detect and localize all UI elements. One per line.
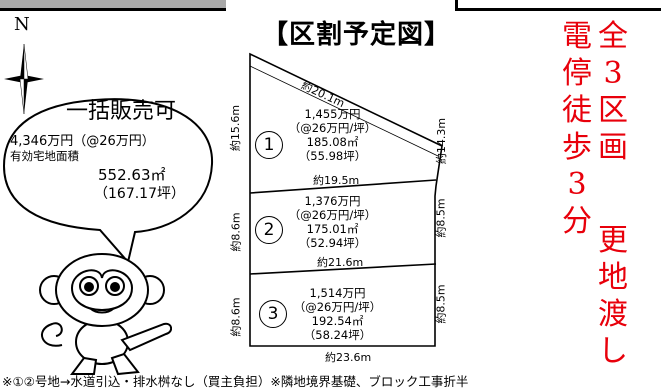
lot-2-area: 175.01㎡ — [306, 222, 359, 236]
bubble-area-tsubo: （167.17坪） — [94, 186, 185, 202]
measure-lot3-bottom: 約23.6m — [325, 351, 372, 364]
red-char: 歩 — [562, 130, 592, 165]
speech-bubble — [2, 98, 214, 260]
measure-lot3-right: 約8.5m — [434, 284, 448, 324]
lot-3-tsubo: （58.24坪） — [303, 328, 372, 342]
lot-2-unit: （@26万円/坪） — [288, 208, 377, 222]
red-char: 停 — [562, 56, 592, 91]
lot-1-tsubo: （55.98坪） — [298, 149, 367, 163]
bubble-headline: 一括販売可 — [66, 99, 177, 124]
lot-number-2: 2 — [255, 216, 283, 244]
top-left-bar — [0, 0, 226, 11]
compass-label: N — [14, 14, 30, 35]
measure-lot2-bottom: 約21.6m — [317, 256, 364, 269]
measure-lot2-right: 約8.5m — [434, 198, 448, 238]
red-char: 電 — [562, 19, 592, 54]
top-right-box — [455, 0, 661, 11]
measure-lot2-left: 約8.6m — [229, 212, 243, 252]
top-strip — [0, 0, 661, 12]
lot-3-info: 1,514万円 （@26万円/坪） 192.54㎡ （58.24坪） — [285, 286, 390, 342]
red-char: 徒 — [562, 93, 592, 128]
lot-3-area: 192.54㎡ — [311, 314, 364, 328]
lot-1-info: 1,455万円 （@26万円/坪） 185.08㎡ （55.98坪） — [280, 107, 385, 163]
bubble-area-label: 有効宅地面積 — [10, 149, 79, 163]
red-char: 区 — [598, 93, 628, 128]
red-char: 3 — [567, 167, 587, 202]
bubble-area-m2: 552.63㎡ — [98, 166, 166, 184]
red-char: 分 — [562, 204, 592, 239]
monkey-mascot-icon — [39, 253, 172, 376]
lot-3-unit: （@26万円/坪） — [293, 300, 382, 314]
red-char: 画 — [598, 130, 628, 165]
red-text-col-3: 電 停 徒 歩 3 分 — [560, 18, 594, 240]
compass: N — [4, 14, 44, 114]
lot-1-price: 1,455万円 — [304, 107, 361, 121]
red-text-col-2: 更 地 渡 し — [596, 222, 630, 370]
bubble-price: 4,346万円（@26万円） — [10, 134, 155, 149]
lot-number-1: 1 — [255, 131, 283, 159]
lot-1-unit: （@26万円/坪） — [288, 121, 377, 135]
lot-divider-1-2 — [249, 179, 437, 194]
lot-1-area: 185.08㎡ — [306, 135, 359, 149]
red-char: 全 — [598, 19, 628, 54]
plan-title: 【区割予定図】 — [262, 20, 452, 50]
red-text-col-1: 全 3 区 画 — [596, 18, 630, 166]
lot-2-price: 1,376万円 — [304, 194, 361, 208]
lot-2-info: 1,376万円 （@26万円/坪） 175.01㎡ （52.94坪） — [280, 194, 385, 250]
red-char: 渡 — [598, 297, 628, 332]
red-char: 3 — [603, 56, 623, 91]
measure-lot1-bottom: 約19.5m — [313, 174, 360, 187]
measure-lot1-right: 約14.3m — [435, 117, 449, 165]
footnote: ※①②号地→水道引込・排水桝なし（買主負担）※隣地境界基礎、ブロック工事折半 — [2, 374, 469, 389]
lot-divider-2-3 — [249, 263, 437, 275]
lot-3-price: 1,514万円 — [309, 286, 366, 300]
lot-number-3: 3 — [259, 300, 287, 328]
red-char: し — [598, 334, 628, 369]
red-char: 更 — [598, 223, 628, 258]
red-char: 地 — [598, 260, 628, 295]
measure-lot3-left: 約8.6m — [229, 297, 243, 337]
compass-rose-icon — [4, 44, 44, 114]
lot-2-tsubo: （52.94坪） — [298, 236, 367, 250]
lot-outline — [249, 52, 443, 347]
